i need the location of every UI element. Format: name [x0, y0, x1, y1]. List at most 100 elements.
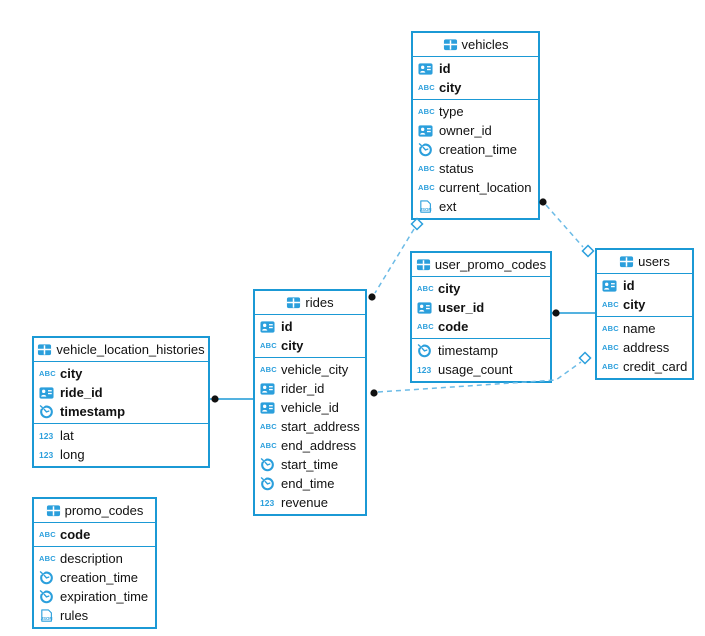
text-type-icon: ABC [418, 183, 435, 192]
column-row[interactable]: ABC city [597, 295, 692, 314]
column-row[interactable]: start_time [255, 455, 365, 474]
column-row[interactable]: ABC type [413, 102, 538, 121]
connector-dot-userpromocodes [552, 309, 560, 317]
column-name: ext [439, 199, 457, 214]
key-columns-section: id ABC city [413, 57, 538, 100]
table-header[interactable]: promo_codes [34, 499, 155, 523]
key-columns-section: id ABC city [597, 274, 692, 317]
column-name: code [438, 319, 469, 334]
column-name: current_location [439, 180, 532, 195]
column-row[interactable]: ABC start_address [255, 417, 365, 436]
table-header[interactable]: rides [255, 291, 365, 315]
column-row[interactable]: end_time [255, 474, 365, 493]
columns-section: 123 lat 123 long [34, 424, 208, 466]
columns-section: ABC description creation_time expiration… [34, 547, 155, 627]
connector-dot-rides-top [368, 293, 376, 301]
column-row[interactable]: ABC code [412, 317, 550, 336]
columns-section: ABC type owner_id creation_time ABC stat… [413, 100, 538, 218]
column-name: city [439, 80, 462, 95]
column-row[interactable]: ABC name [597, 319, 692, 338]
column-row[interactable]: 123 revenue [255, 493, 365, 512]
column-name: usage_count [438, 362, 513, 377]
id-card-icon [260, 381, 278, 397]
column-row[interactable]: timestamp [34, 402, 208, 421]
table-rides[interactable]: rides id ABC city ABC vehicle_city rider… [253, 289, 367, 516]
column-row[interactable]: JSON rules [34, 606, 155, 625]
table-users[interactable]: users id ABC city ABC name ABC address A… [595, 248, 694, 380]
column-row[interactable]: 123 lat [34, 426, 208, 445]
connector-dot-vehicles [539, 198, 547, 206]
connector-diamond-users-top [581, 244, 595, 258]
id-card-icon [602, 278, 620, 294]
column-row[interactable]: id [597, 276, 692, 295]
table-name: promo_codes [64, 503, 144, 518]
column-name: address [623, 340, 670, 355]
text-type-icon: ABC [602, 362, 619, 371]
column-name: id [623, 278, 635, 293]
column-row[interactable]: ABC city [412, 279, 550, 298]
text-type-icon: ABC [39, 530, 56, 539]
column-row[interactable]: vehicle_id [255, 398, 365, 417]
column-row[interactable]: ABC vehicle_city [255, 360, 365, 379]
column-row[interactable]: ride_id [34, 383, 208, 402]
column-row[interactable]: ABC address [597, 338, 692, 357]
column-row[interactable]: owner_id [413, 121, 538, 140]
column-row[interactable]: ABC city [413, 78, 538, 97]
table-promo-codes[interactable]: promo_codes ABC code ABC description cre… [32, 497, 157, 629]
column-row[interactable]: expiration_time [34, 587, 155, 606]
svg-text:JSON: JSON [41, 616, 53, 621]
text-type-icon: ABC [418, 107, 435, 116]
table-icon [416, 257, 431, 273]
column-row[interactable]: ABC description [34, 549, 155, 568]
column-name: city [60, 366, 83, 381]
table-user-promo-codes[interactable]: user_promo_codes ABC city user_id ABC co… [410, 251, 552, 383]
table-header[interactable]: vehicle_location_histories [34, 338, 208, 362]
column-row[interactable]: ABC code [34, 525, 155, 544]
column-name: long [60, 447, 85, 462]
column-row[interactable]: id [413, 59, 538, 78]
column-name: timestamp [438, 343, 498, 358]
clock-icon [39, 404, 57, 420]
number-type-icon: 123 [39, 430, 54, 441]
table-header[interactable]: users [597, 250, 692, 274]
table-name: users [638, 254, 670, 269]
number-type-icon: 123 [260, 497, 275, 508]
column-row[interactable]: ABC current_location [413, 178, 538, 197]
column-row[interactable]: 123 long [34, 445, 208, 464]
text-type-icon: ABC [39, 369, 56, 378]
text-type-icon: ABC [260, 441, 277, 450]
column-name: start_address [281, 419, 360, 434]
connector-dot-vlh [211, 395, 219, 403]
column-row[interactable]: ABC city [34, 364, 208, 383]
column-row[interactable]: user_id [412, 298, 550, 317]
key-columns-section: ABC city ride_id timestamp [34, 362, 208, 424]
column-row[interactable]: creation_time [413, 140, 538, 159]
column-row[interactable]: ABC end_address [255, 436, 365, 455]
table-header[interactable]: user_promo_codes [412, 253, 550, 277]
key-columns-section: ABC city user_id ABC code [412, 277, 550, 339]
table-header[interactable]: vehicles [413, 33, 538, 57]
column-row[interactable]: rider_id [255, 379, 365, 398]
columns-section: ABC name ABC address ABC credit_card [597, 317, 692, 378]
text-type-icon: ABC [602, 343, 619, 352]
id-card-icon [39, 385, 57, 401]
column-row[interactable]: timestamp [412, 341, 550, 360]
column-row[interactable]: 123 usage_count [412, 360, 550, 379]
column-name: name [623, 321, 656, 336]
column-row[interactable]: ABC city [255, 336, 365, 355]
column-row[interactable]: JSON ext [413, 197, 538, 216]
table-icon [37, 342, 52, 358]
column-row[interactable]: ABC credit_card [597, 357, 692, 376]
column-row[interactable]: id [255, 317, 365, 336]
table-vehicles[interactable]: vehicles id ABC city ABC type owner_id [411, 31, 540, 220]
column-row[interactable]: creation_time [34, 568, 155, 587]
column-name: description [60, 551, 123, 566]
clock-icon [39, 570, 57, 586]
table-vehicle-location-histories[interactable]: vehicle_location_histories ABC city ride… [32, 336, 210, 468]
columns-section: timestamp 123 usage_count [412, 339, 550, 381]
text-type-icon: ABC [418, 83, 435, 92]
json-type-icon: JSON [39, 608, 57, 624]
column-row[interactable]: ABC status [413, 159, 538, 178]
column-name: end_address [281, 438, 357, 453]
